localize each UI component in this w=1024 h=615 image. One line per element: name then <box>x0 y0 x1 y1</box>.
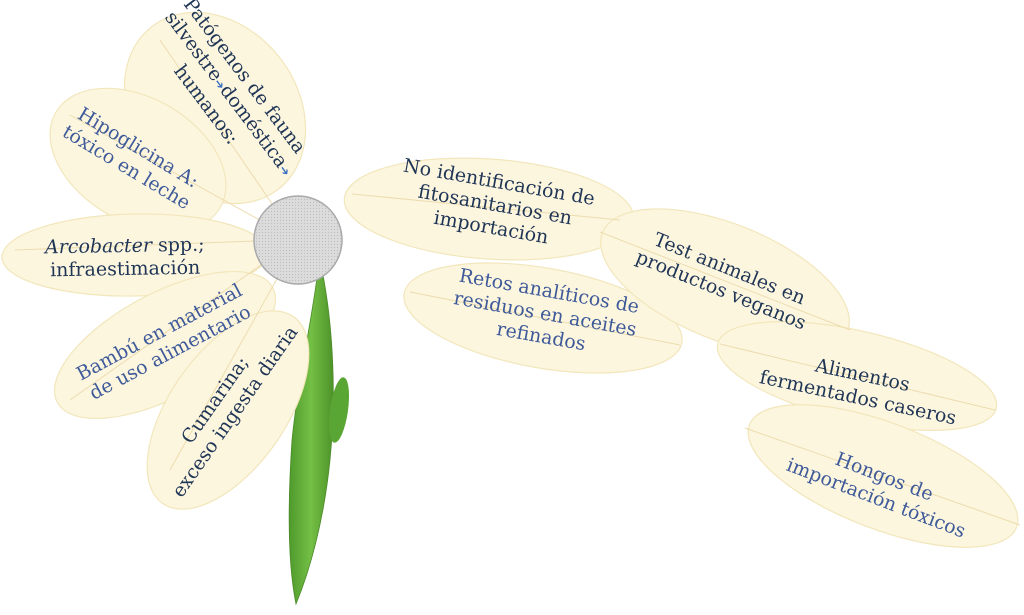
petal-hipoglicina <box>49 87 227 233</box>
flower-center <box>253 195 343 285</box>
petal-cumarina <box>146 310 310 510</box>
label-arcobacter: Arcobacter spp.; infraestimación <box>44 233 205 282</box>
stem-leaf <box>328 377 350 443</box>
petal-hongos <box>747 404 1019 548</box>
